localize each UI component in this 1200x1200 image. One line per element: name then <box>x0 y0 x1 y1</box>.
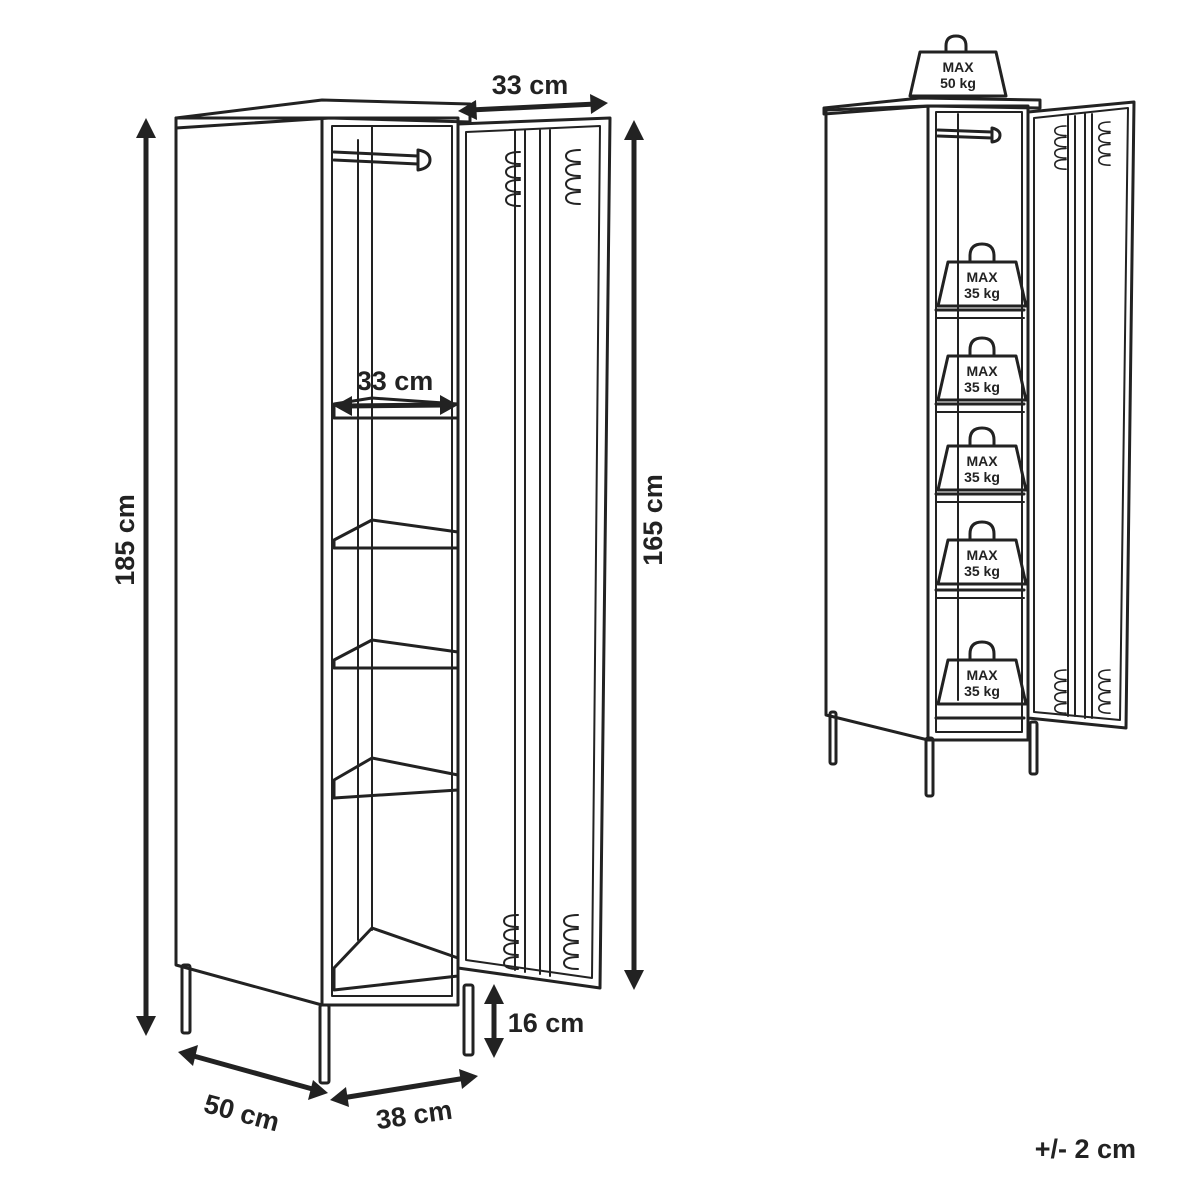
weight-icon <box>936 538 1028 586</box>
weight-icon <box>936 444 1028 492</box>
weight-handle-icon <box>944 34 968 54</box>
depth-label: 38 cm <box>374 1095 454 1135</box>
door-outline <box>456 116 612 990</box>
weight-shelf-1-line2: 35 kg <box>964 285 1000 301</box>
weight-handle-icon <box>968 640 996 662</box>
weight-handle-icon <box>968 242 996 264</box>
weight-icon <box>936 354 1028 402</box>
cabinet-side-panel <box>174 116 324 1007</box>
tolerance-label: +/- 2 cm <box>1035 1134 1136 1164</box>
weight-icon <box>908 50 1008 98</box>
cabinet-load-drawing <box>822 96 1136 798</box>
shelf-3 <box>332 638 460 670</box>
weight-shelf-5-line2: 35 kg <box>964 683 1000 699</box>
weight-shelf-5: MAX 35 kg <box>936 640 1028 706</box>
shelves <box>332 396 460 992</box>
cabinet-door <box>456 116 612 990</box>
hanging-rail <box>332 148 432 172</box>
shelf-4 <box>332 756 460 800</box>
shelf-width-label: 33 cm <box>357 366 434 396</box>
door-small <box>1026 100 1136 730</box>
cabinet-main-drawing <box>174 98 612 1085</box>
cabinet-front-frame <box>320 116 460 1007</box>
dimension-arrows <box>136 94 644 1107</box>
weight-top-line2: 50 kg <box>940 75 976 91</box>
weight-shelf-2: MAX 35 kg <box>936 336 1028 402</box>
legs <box>180 963 475 1085</box>
weight-top: MAX 50 kg <box>908 34 1008 98</box>
weight-icon <box>936 658 1028 706</box>
weight-top-line1: MAX <box>942 59 974 75</box>
weight-shelf-5-line1: MAX <box>966 667 998 683</box>
cabinet-front-small <box>926 104 1030 742</box>
door-height-label: 165 cm <box>638 474 668 566</box>
weight-shelf-3-line2: 35 kg <box>964 469 1000 485</box>
height-label: 185 cm <box>110 494 140 586</box>
leg-height-label: 16 cm <box>508 1008 585 1038</box>
cabinet-side-small <box>824 104 930 742</box>
cabinet-top-small <box>822 96 1042 116</box>
weight-shelf-3: MAX 35 kg <box>936 426 1028 492</box>
weight-handle-icon <box>968 336 996 358</box>
weight-shelf-4-line1: MAX <box>966 547 998 563</box>
weight-handle-icon <box>968 520 996 542</box>
weight-shelf-1: MAX 35 kg <box>936 242 1028 308</box>
cabinet-opening <box>331 125 453 997</box>
weight-shelf-2-line2: 35 kg <box>964 379 1000 395</box>
weight-shelf-2-line1: MAX <box>966 363 998 379</box>
weight-shelf-1-line1: MAX <box>966 269 998 285</box>
shelf-2 <box>332 518 460 550</box>
weight-handle-icon <box>968 426 996 448</box>
width-label: 50 cm <box>201 1089 283 1138</box>
weight-shelf-4: MAX 35 kg <box>936 520 1028 586</box>
weight-shelf-3-line1: MAX <box>966 453 998 469</box>
weight-shelf-4-line2: 35 kg <box>964 563 1000 579</box>
shelf-bottom <box>332 926 460 992</box>
weight-icon <box>936 260 1028 308</box>
door-width-label: 33 cm <box>492 70 569 100</box>
